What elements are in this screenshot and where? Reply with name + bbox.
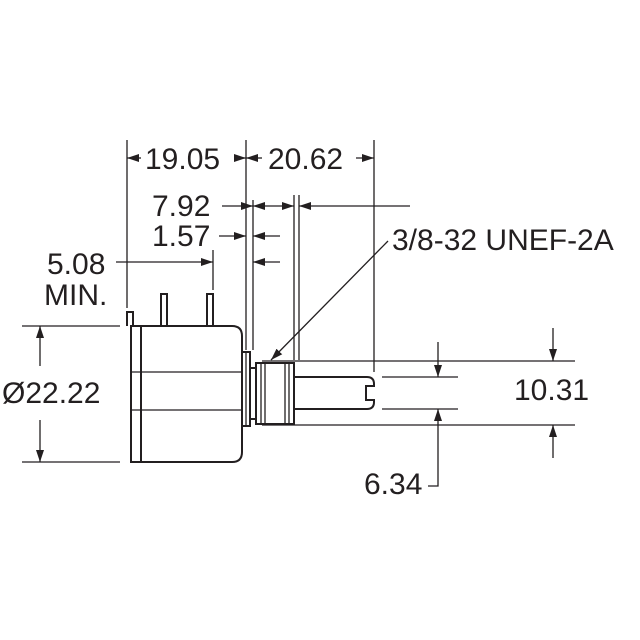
- label-shaft-length: 20.62: [268, 143, 343, 176]
- potentiometer-body: [130, 325, 243, 463]
- label-bushing-length: 7.92: [152, 190, 210, 223]
- label-body-depth: 19.05: [145, 143, 220, 176]
- label-terminal-note: MIN.: [44, 279, 107, 312]
- label-bushing-diameter: 10.31: [514, 374, 589, 407]
- label-body-diameter: Ø22.22: [2, 377, 100, 410]
- label-terminal-length: 5.08: [47, 248, 105, 281]
- dimension-lines: [36, 154, 557, 487]
- extension-lines: [22, 140, 575, 463]
- terminals: [126, 293, 214, 327]
- label-flange-thickness: 1.57: [152, 220, 210, 253]
- label-thread-spec: 3/8-32 UNEF-2A: [392, 224, 614, 257]
- shaft: [294, 376, 375, 410]
- mounting-flange: [241, 351, 251, 427]
- dimension-labels: 19.05 20.62 7.92 1.57 5.08 MIN. Ø22.22 1…: [2, 143, 614, 501]
- threaded-bushing: [249, 362, 295, 425]
- label-shaft-diameter: 6.34: [364, 468, 422, 501]
